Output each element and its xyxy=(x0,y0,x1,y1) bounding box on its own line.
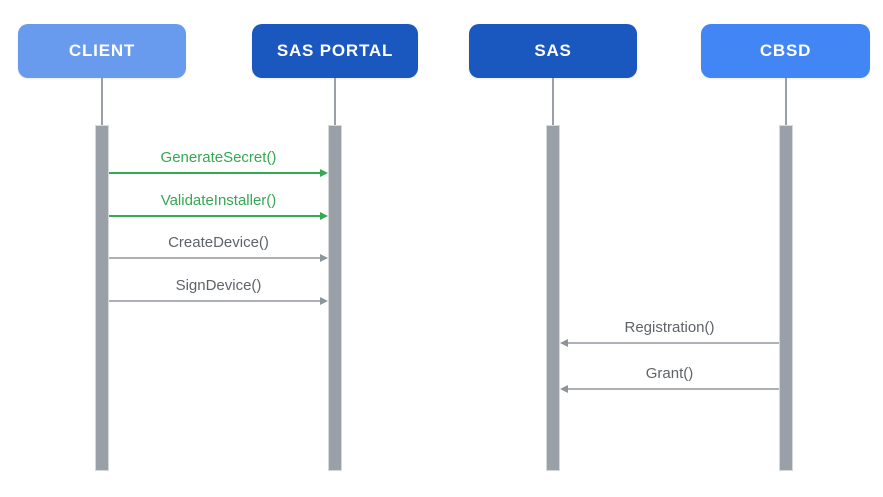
arrow-head-icon xyxy=(320,211,328,220)
message-label: Registration() xyxy=(624,319,715,336)
message-line xyxy=(109,172,322,174)
actor-label: CLIENT xyxy=(68,41,136,60)
actor-label: SAS PORTAL xyxy=(276,41,394,60)
actor-label: SAS xyxy=(534,41,572,60)
lifeline xyxy=(785,78,787,125)
activation-bar xyxy=(779,125,793,471)
activation-bar xyxy=(95,125,109,471)
message-label: Grant() xyxy=(645,365,694,382)
arrow-head-icon xyxy=(320,168,328,177)
lifeline xyxy=(552,78,554,125)
actor-box-client: CLIENT xyxy=(18,24,186,78)
actor-label: CBSD xyxy=(759,41,812,60)
arrow-head-icon xyxy=(320,296,328,305)
activation-bar xyxy=(328,125,342,471)
message-line xyxy=(566,388,779,390)
arrow-head-icon xyxy=(320,253,328,262)
message-label: GenerateSecret() xyxy=(160,149,277,166)
message-line xyxy=(566,342,779,344)
message-line xyxy=(109,300,322,302)
actor-box-sas: SAS xyxy=(469,24,637,78)
actor-box-cbsd: CBSD xyxy=(701,24,870,78)
arrow-head-icon xyxy=(560,338,568,347)
lifeline xyxy=(334,78,336,125)
message-label: CreateDevice() xyxy=(168,234,269,251)
message-label: ValidateInstaller() xyxy=(160,192,277,209)
message-line xyxy=(109,257,322,259)
lifeline xyxy=(101,78,103,125)
arrow-head-icon xyxy=(560,384,568,393)
message-label: SignDevice() xyxy=(175,277,262,294)
actor-box-sas-portal: SAS PORTAL xyxy=(252,24,418,78)
activation-bar xyxy=(546,125,560,471)
message-line xyxy=(109,215,322,217)
